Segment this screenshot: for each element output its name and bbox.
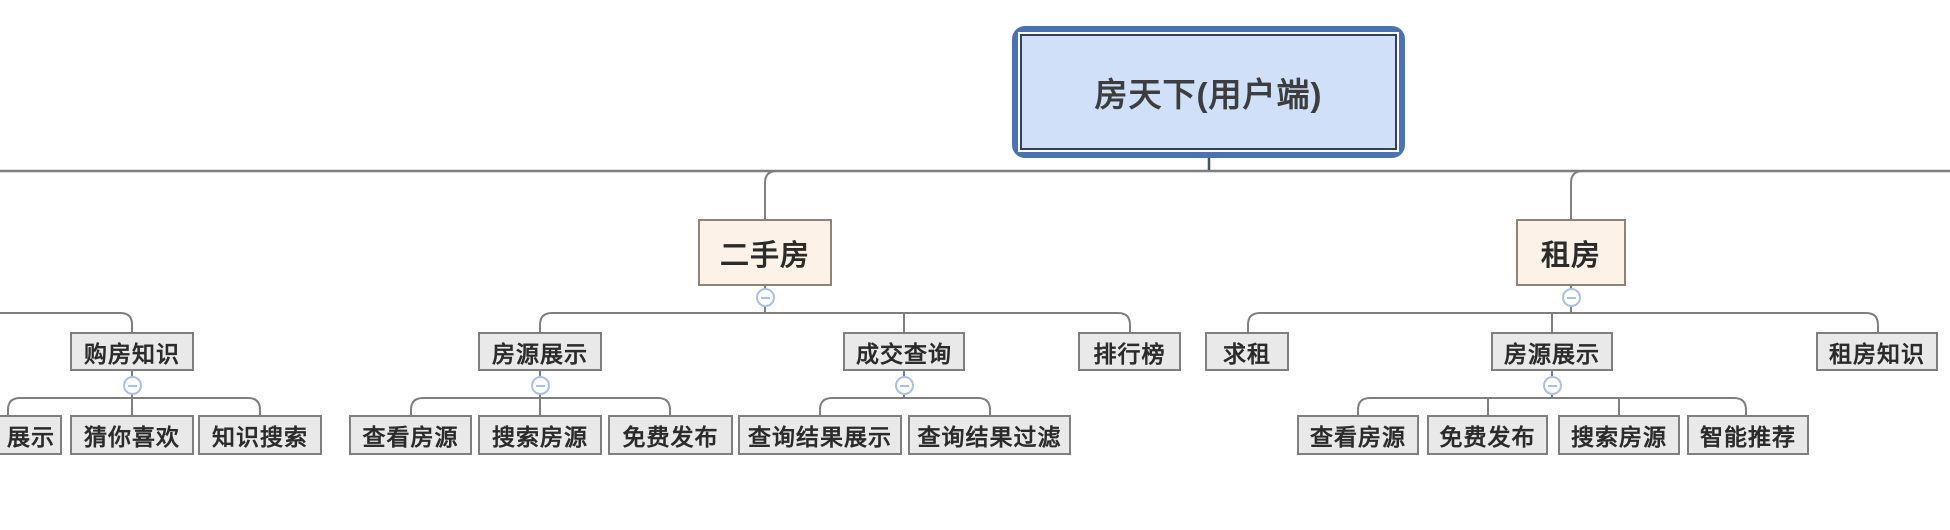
collapse-icon-listing-rent[interactable] bbox=[1543, 376, 1562, 395]
rail-offscreen-left-children bbox=[0, 312, 133, 332]
edge-rail-to-secondhand bbox=[764, 170, 778, 219]
node-view-listing-secondhand[interactable]: 查看房源 bbox=[349, 415, 472, 455]
node-purchase-knowledge[interactable]: 购房知识 bbox=[70, 332, 194, 371]
node-view-listing-rent[interactable]: 查看房源 bbox=[1297, 415, 1419, 455]
node-root-label: 房天下(用户端) bbox=[1020, 34, 1397, 150]
node-listing-display-secondhand[interactable]: 房源展示 bbox=[478, 332, 602, 371]
edge-rail-to-rent bbox=[1570, 170, 1584, 219]
collapse-icon-listing-secondhand[interactable] bbox=[531, 376, 550, 395]
rail-rent-children bbox=[1247, 312, 1879, 332]
node-ranking[interactable]: 排行榜 bbox=[1078, 332, 1181, 371]
rail-purchase-knowledge-children bbox=[7, 397, 261, 415]
node-secondhand-house[interactable]: 二手房 bbox=[698, 219, 832, 286]
node-rent-knowledge[interactable]: 租房知识 bbox=[1816, 332, 1938, 371]
collapse-icon-rent[interactable] bbox=[1562, 288, 1581, 307]
collapse-icon-purchase-knowledge[interactable] bbox=[123, 376, 142, 395]
rail-secondhand-children bbox=[539, 312, 1131, 332]
collapse-icon-secondhand[interactable] bbox=[756, 288, 775, 307]
node-smart-recommend[interactable]: 智能推荐 bbox=[1687, 415, 1809, 455]
rail-listing-rent-children bbox=[1357, 397, 1747, 415]
node-seek-rent[interactable]: 求租 bbox=[1205, 332, 1289, 371]
node-knowledge-search[interactable]: 知识搜索 bbox=[198, 415, 322, 455]
node-root-frame: 房天下(用户端) bbox=[1018, 32, 1399, 152]
node-display-partial[interactable]: 展示 bbox=[0, 415, 62, 455]
node-deal-query[interactable]: 成交查询 bbox=[843, 332, 965, 371]
node-free-publish-secondhand[interactable]: 免费发布 bbox=[608, 415, 733, 455]
node-search-listing-rent[interactable]: 搜索房源 bbox=[1558, 415, 1680, 455]
node-root[interactable]: 房天下(用户端) bbox=[1012, 26, 1405, 158]
rail-deal-query-children bbox=[819, 397, 991, 415]
node-query-result-display[interactable]: 查询结果展示 bbox=[738, 415, 902, 455]
collapse-icon-deal-query[interactable] bbox=[895, 376, 914, 395]
node-rent-house[interactable]: 租房 bbox=[1516, 219, 1626, 286]
node-guess-you-like[interactable]: 猜你喜欢 bbox=[70, 415, 194, 455]
node-listing-display-rent[interactable]: 房源展示 bbox=[1491, 332, 1613, 371]
node-query-result-filter[interactable]: 查询结果过滤 bbox=[908, 415, 1071, 455]
node-free-publish-rent[interactable]: 免费发布 bbox=[1427, 415, 1548, 455]
node-search-listing-secondhand[interactable]: 搜索房源 bbox=[478, 415, 602, 455]
